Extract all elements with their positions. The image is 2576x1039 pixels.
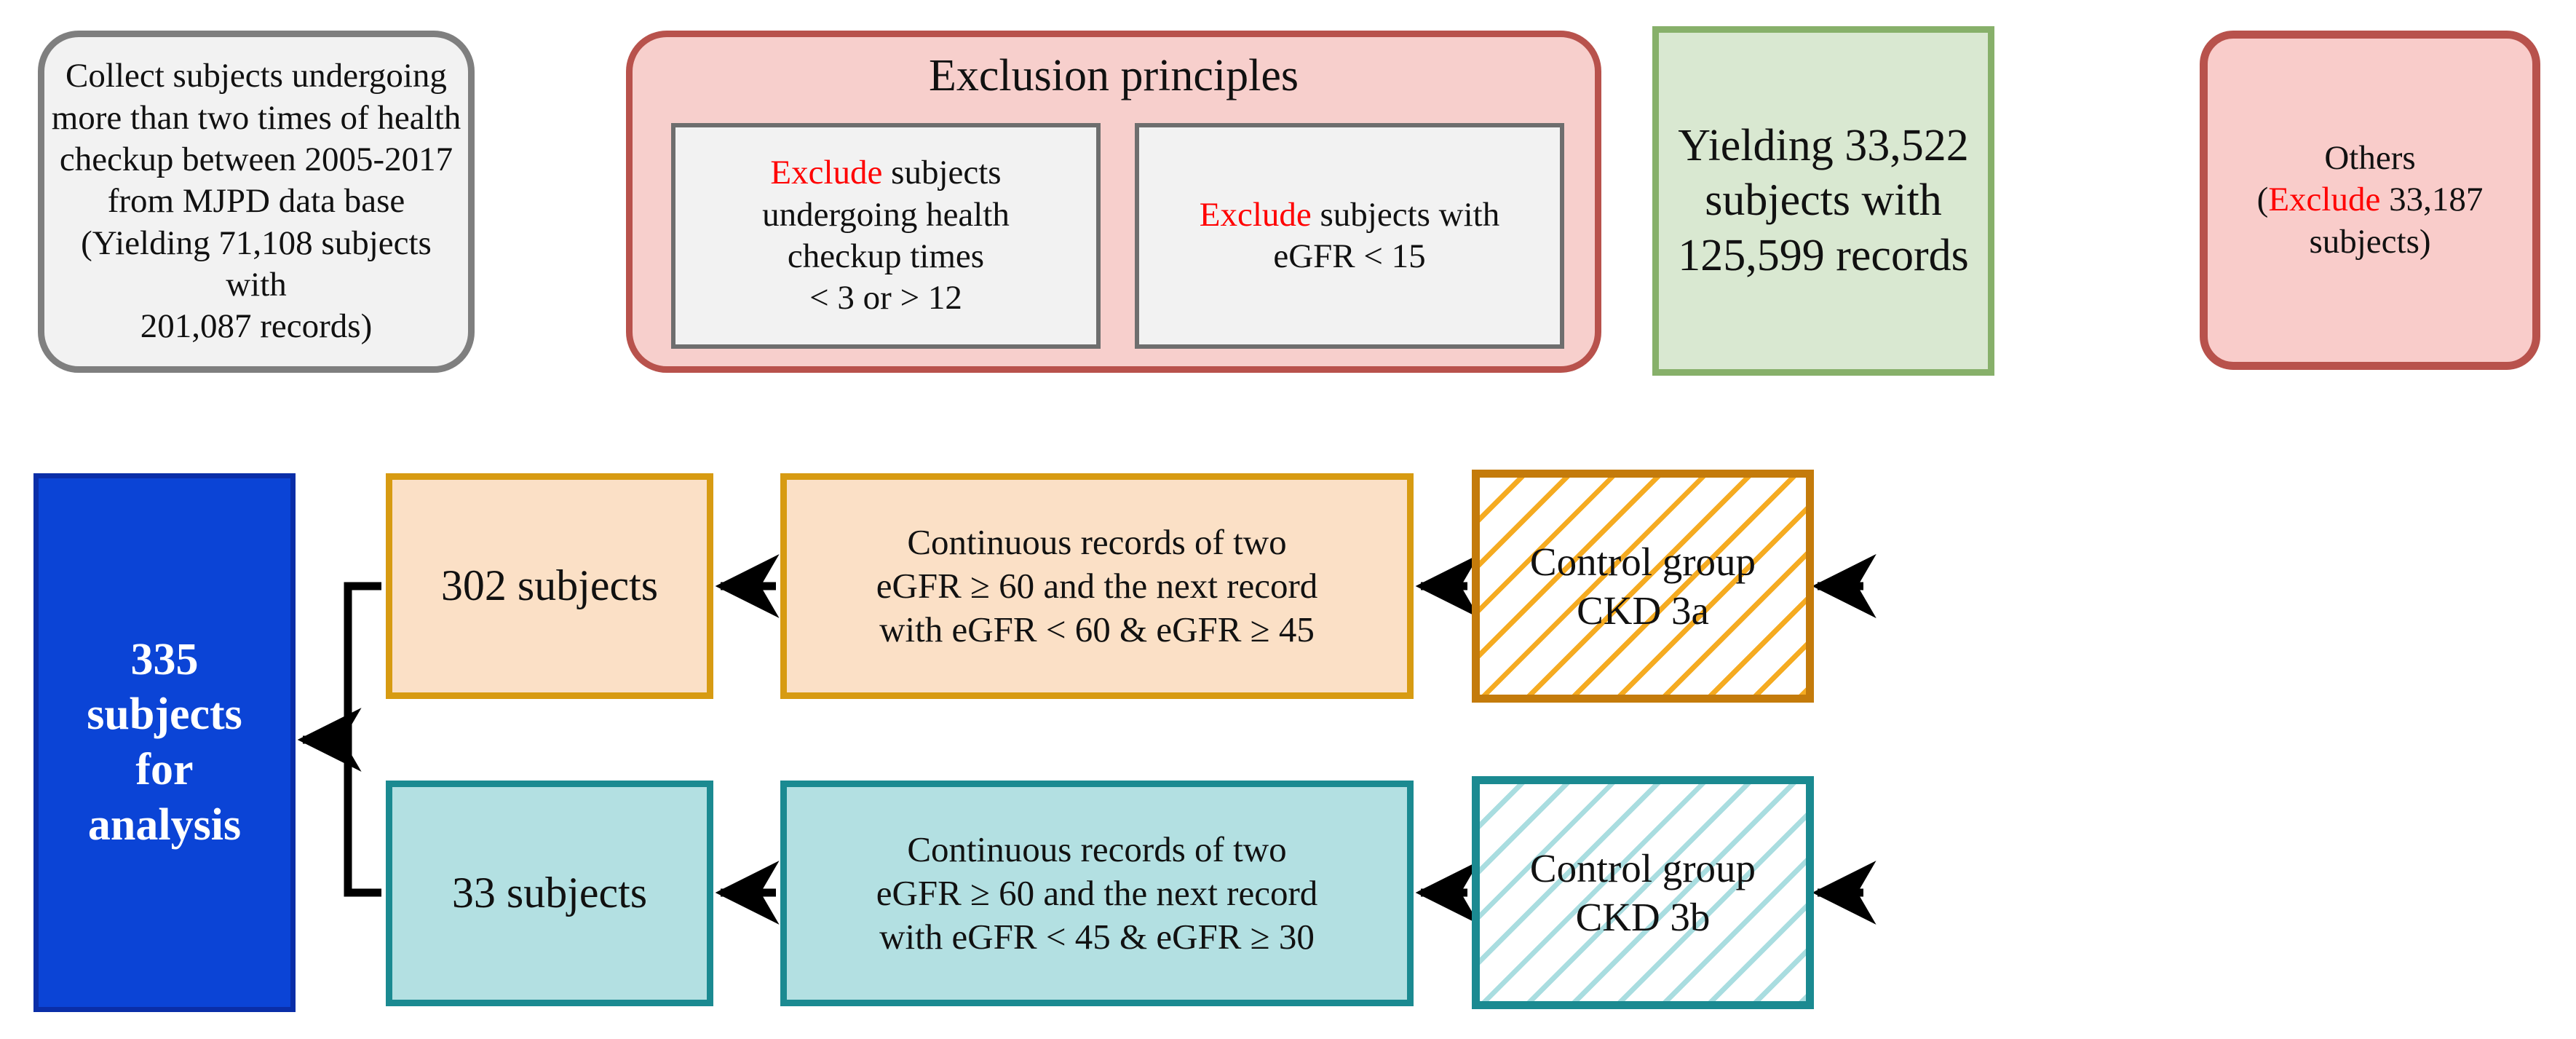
criterion-2-line-1: Exclude subjects with bbox=[1145, 194, 1554, 236]
control-3a-line-1: Control group bbox=[1529, 539, 1756, 584]
control-3b-line-1: Control group bbox=[1529, 845, 1756, 890]
criterion-2-line-2: eGFR < 15 bbox=[1273, 237, 1426, 275]
node-rule-ckd-3a: Continuous records of two eGFR ≥ 60 and … bbox=[780, 473, 1414, 699]
node-control-group-ckd-3a: Control group CKD 3a bbox=[1472, 470, 1814, 703]
count-302-label: 302 subjects bbox=[440, 561, 659, 610]
criterion-1-line-3: checkup times bbox=[787, 237, 985, 275]
criterion-2-rest: subjects with bbox=[1311, 195, 1500, 234]
source-line-5: (Yielding 71,108 subjects with bbox=[81, 224, 432, 304]
node-count-33-subjects: 33 subjects bbox=[386, 781, 713, 1006]
yielding-line-1: Yielding 33,522 bbox=[1678, 120, 1969, 170]
final-line-3: for bbox=[135, 745, 194, 794]
criterion-1-line-2: undergoing health bbox=[762, 195, 1010, 234]
rule-3a-line-3: with eGFR < 60 & eGFR ≥ 45 bbox=[879, 609, 1315, 649]
source-line-4: from MJPD data base bbox=[107, 182, 405, 221]
rule-3b-line-3: with eGFR < 45 & eGFR ≥ 30 bbox=[879, 916, 1315, 957]
criterion-1-rest: subjects bbox=[882, 154, 1002, 192]
exclude-keyword: Exclude bbox=[1199, 195, 1312, 234]
node-others-excluded: Others (Exclude 33,187 subjects) bbox=[2200, 31, 2540, 370]
node-yielding-cohort: Yielding 33,522 subjects with 125,599 re… bbox=[1652, 26, 1994, 376]
rule-3a-line-2: eGFR ≥ 60 and the next record bbox=[876, 566, 1318, 607]
final-line-1: 335 bbox=[130, 634, 199, 684]
others-count: 33,187 bbox=[2380, 181, 2484, 219]
merge-into-final bbox=[297, 582, 381, 897]
exclusion-criterion-2: Exclude subjects with eGFR < 15 bbox=[1135, 123, 1564, 349]
exclusion-criterion-1: Exclude subjects undergoing health check… bbox=[671, 123, 1101, 349]
count-33-label: 33 subjects bbox=[451, 869, 648, 917]
criterion-1-line-4: < 3 or > 12 bbox=[809, 279, 962, 317]
exclude-keyword: Exclude bbox=[770, 154, 883, 192]
exclusion-principles-title: Exclusion principles bbox=[929, 51, 1299, 100]
rule-3b-line-2: eGFR ≥ 60 and the next record bbox=[876, 873, 1318, 914]
control-3a-line-2: CKD 3a bbox=[1577, 588, 1709, 633]
final-line-2: subjects bbox=[87, 690, 242, 740]
yielding-line-3: 125,599 records bbox=[1678, 230, 1969, 280]
others-line-3: subjects) bbox=[2309, 222, 2431, 261]
source-line-2: more than two times of health bbox=[51, 98, 461, 137]
exclude-keyword: Exclude bbox=[2268, 181, 2381, 219]
node-final-analysis-cohort: 335 subjects for analysis bbox=[33, 473, 296, 1012]
source-line-3: checkup between 2005-2017 bbox=[59, 141, 453, 178]
criterion-1-line-1: Exclude subjects bbox=[681, 152, 1090, 194]
node-rule-ckd-3b: Continuous records of two eGFR ≥ 60 and … bbox=[780, 781, 1414, 1006]
final-line-4: analysis bbox=[87, 799, 242, 850]
node-exclusion-principles: Exclusion principles Exclude subjects un… bbox=[626, 31, 1601, 373]
rule-3a-line-1: Continuous records of two bbox=[907, 522, 1287, 563]
node-source-collection: Collect subjects undergoing more than tw… bbox=[38, 31, 475, 373]
source-line-1: Collect subjects undergoing bbox=[66, 57, 447, 95]
rule-3b-line-1: Continuous records of two bbox=[907, 829, 1287, 870]
others-paren-open: ( bbox=[2256, 181, 2269, 219]
others-line-1: Others bbox=[2324, 139, 2416, 177]
yielding-line-2: subjects with bbox=[1705, 175, 1942, 226]
node-control-group-ckd-3b: Control group CKD 3b bbox=[1472, 776, 1814, 1009]
node-count-302-subjects: 302 subjects bbox=[386, 473, 713, 699]
source-line-6: 201,087 records) bbox=[140, 307, 373, 346]
control-3b-line-2: CKD 3b bbox=[1575, 895, 1711, 939]
others-line-2: (Exclude 33,187 bbox=[2214, 179, 2527, 221]
